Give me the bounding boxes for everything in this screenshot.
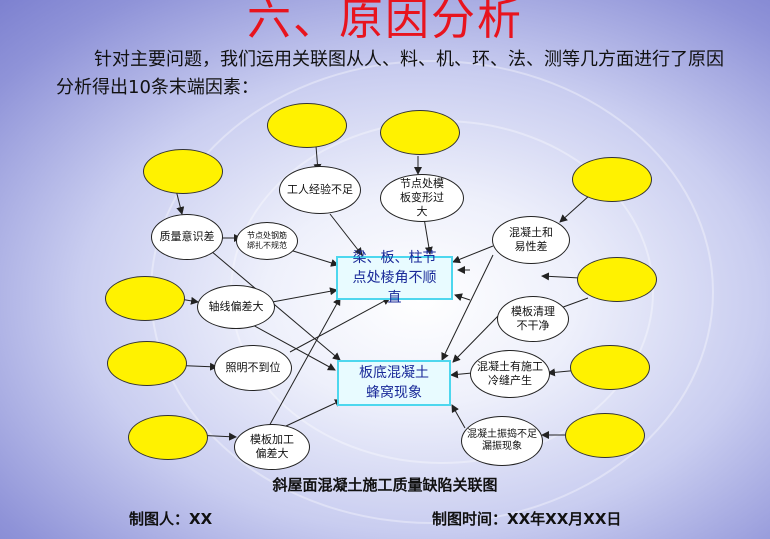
cause-node-cold-joint: 混凝土有施工冷缝产生 xyxy=(470,350,550,398)
arrow xyxy=(454,293,471,302)
cause-node-lighting: 照明不到位 xyxy=(214,345,292,391)
cause-node-formwork-fabrication: 模板加工偏差大 xyxy=(234,424,310,470)
arrow xyxy=(452,315,499,363)
arrow xyxy=(541,272,581,281)
end-factor-marker xyxy=(107,341,187,386)
central-problem-honeycomb: 板底混凝土蜂窝现象 xyxy=(337,360,451,406)
end-factor-marker xyxy=(565,413,645,458)
arrow xyxy=(450,370,473,379)
intro-paragraph: 针对主要问题，我们运用关联图从人、料、机、环、法、测等几方面进行了原因分析得出1… xyxy=(56,49,724,98)
arrow xyxy=(423,217,433,255)
end-factor-marker xyxy=(380,110,460,155)
cause-node-worker-experience: 工人经验不足 xyxy=(279,166,361,214)
end-factor-marker xyxy=(143,149,223,194)
arrow xyxy=(559,194,591,223)
author-label: 制图人：XX xyxy=(129,510,213,528)
end-factor-marker xyxy=(570,345,650,390)
end-factor-marker xyxy=(572,157,652,202)
cause-node-vibration: 混凝土振捣不足漏振现象 xyxy=(461,416,543,466)
cause-node-rebar-binding: 节点处钢筋绑扎不规范 xyxy=(236,222,298,260)
page-title: 六、原因分析 xyxy=(247,0,523,45)
end-factor-marker xyxy=(267,103,347,148)
arrow xyxy=(441,254,494,361)
arrow xyxy=(329,213,363,256)
date-label: 制图时间：XX年XX月XX日 xyxy=(432,510,622,528)
cause-node-quality-awareness: 质量意识差 xyxy=(151,214,223,260)
end-factor-marker xyxy=(577,257,657,302)
cause-node-formwork-deformation: 节点处模板变形过大 xyxy=(380,174,464,222)
diagram-caption: 斜屋面混凝土施工质量缺陷关联图 xyxy=(272,476,498,494)
arrow xyxy=(239,317,336,371)
end-factor-marker xyxy=(105,276,185,321)
arrow xyxy=(267,297,341,429)
cause-node-workability: 混凝土和易性差 xyxy=(492,216,570,264)
cause-node-formwork-cleaning: 模板清理不干净 xyxy=(497,296,569,342)
end-factor-marker xyxy=(128,415,208,460)
arrow xyxy=(451,404,466,429)
arrow xyxy=(175,189,185,215)
cause-node-axis-deviation: 轴线偏差大 xyxy=(197,285,275,329)
arrow xyxy=(289,249,339,267)
central-problem-edges: 梁、板、柱节点处棱角不顺直 xyxy=(336,250,453,306)
arrow xyxy=(289,297,391,353)
arrow xyxy=(452,245,494,264)
arrow xyxy=(285,399,343,427)
